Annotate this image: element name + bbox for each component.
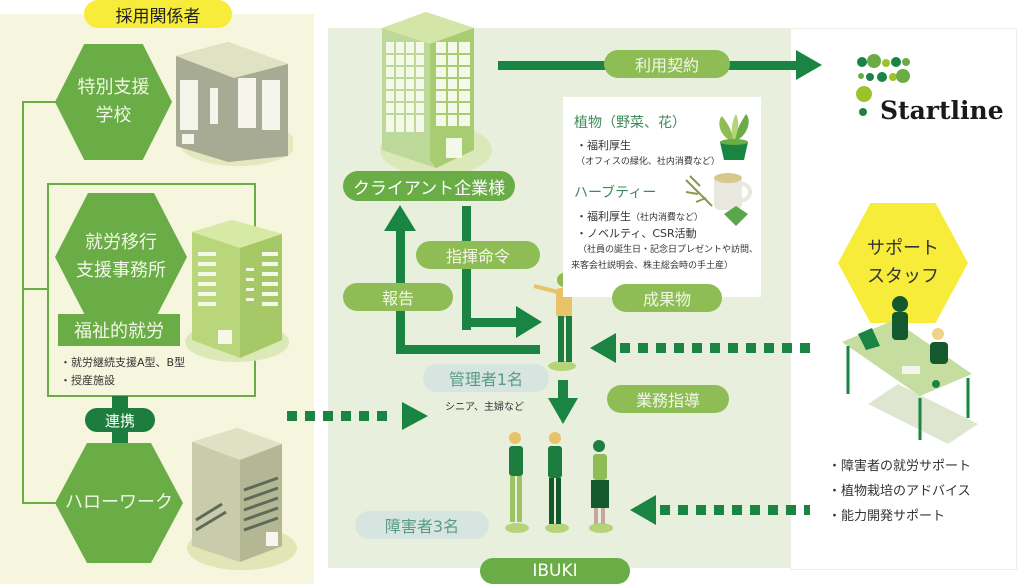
connector-line [22,288,48,290]
welfare-item: ・就労継続支援A型、B型 [60,356,186,369]
startline-brand: Startline [880,96,1004,125]
disabled-staff-figures-illustration [505,432,613,533]
connector-line [22,502,58,504]
welfare-employment-label: 福祉的就労 [58,314,180,346]
ibuki-label: IBUKI [480,558,630,584]
school-label-line1: 特別支援 [77,77,150,99]
school-label-line2: 学校 [95,105,132,126]
herbal-tea-icon [685,173,752,226]
arrow-down-icon [548,398,578,424]
work-guidance-label: 業務指導 [607,385,729,413]
dotted-connector [660,505,810,515]
disabled-staff-label: 障害者3名 [355,511,489,539]
contract-label: 利用契約 [604,50,730,78]
client-company-label: クライアント企業様 [343,171,515,201]
tea-item-welfare: ・福利厚生（社内消費など） [576,208,703,224]
command-label: 指揮命令 [416,241,540,269]
connector-line [22,101,58,103]
support-label-line1: サポート [867,238,939,260]
hellowork-label: ハローワーク [65,492,173,514]
support-label-line2: スタッフ [867,266,939,287]
tea-item-novelty: ・ノベルティ、CSR活動 [576,227,697,240]
deliverables-label: 成果物 [612,284,722,312]
startline-panel [790,28,1017,570]
transition-label-line2: 支援事務所 [76,260,166,281]
arrow-up-icon [384,205,416,231]
tea-note: 来客会社説明会、株主総会時の手土産） [571,261,734,271]
plants-note: （オフィスの緑化、社内消費など） [576,157,720,167]
report-arrow-line [396,345,540,354]
manager-label: 管理者1名 [423,364,549,392]
service-item: ・植物栽培のアドバイス [828,484,971,499]
welfare-item: ・授産施設 [60,374,115,387]
service-item: ・障害者の就労サポート [828,459,972,474]
dotted-connector [287,411,395,421]
arrow-left-icon [630,495,656,525]
arrow-left-icon [590,333,616,363]
startline-logo-icon [856,54,910,116]
dotted-connector [620,343,814,353]
tea-item1-note: （社内消費など） [631,213,704,223]
plants-item: ・福利厚生 [576,139,631,152]
office-building-illustration [185,220,289,362]
hellowork-building-illustration [187,428,297,570]
stakeholders-header: 採用関係者 [84,0,232,28]
guidance-arrow-line [558,380,568,400]
support-staff-desk-illustration [842,296,978,444]
connector-line [22,101,24,503]
report-label: 報告 [343,283,453,311]
tea-title: ハーブティー [574,185,657,201]
client-building-illustration [380,12,492,176]
transition-label-line1: 就労移行 [85,232,157,254]
service-item: ・能力開発サポート [828,509,946,524]
school-building-illustration [176,42,293,166]
potted-plant-icon [719,114,749,160]
tea-item1-main: ・福利厚生 [576,210,631,223]
manager-note: シニア、主婦など [445,402,524,413]
arrow-right-icon [796,50,822,80]
arrow-right-icon [402,402,428,430]
link-badge: 連携 [85,408,155,432]
plants-title: 植物（野菜、花） [574,115,686,131]
tea-note: （社員の誕生日・記念日プレゼントや訪問、 [578,245,759,255]
command-arrow-line [462,318,522,327]
arrow-right-icon [516,306,542,338]
